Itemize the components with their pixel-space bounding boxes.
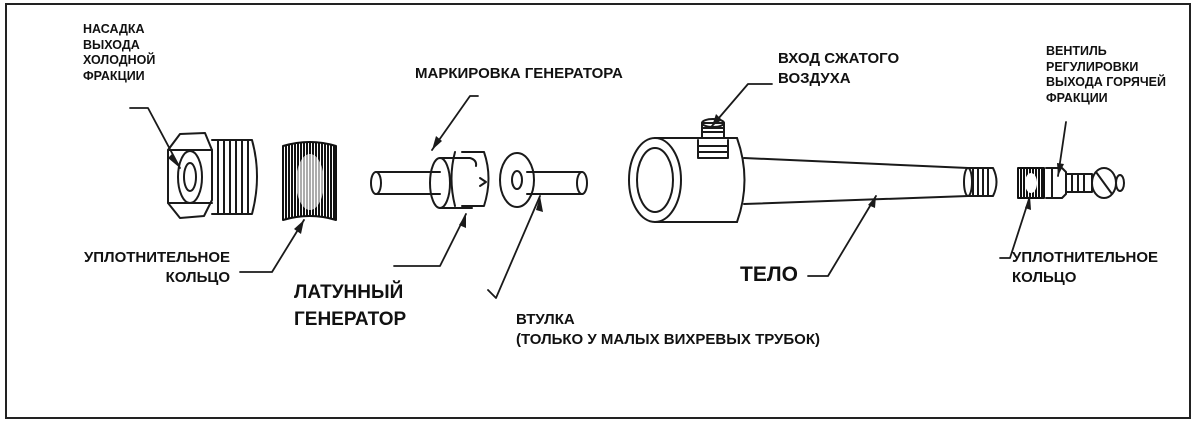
label-hot-outlet-valve: ВЕНТИЛЬ РЕГУЛИРОВКИ ВЫХОДА ГОРЯЧЕЙ ФРАКЦ… [1046,44,1167,105]
label-bushing: ВТУЛКА (ТОЛЬКО У МАЛЫХ ВИХРЕВЫХ ТРУБОК) [516,311,820,349]
cold-outlet-nozzle [167,132,258,219]
label-body: ТЕЛО [740,263,798,286]
bushing [499,152,588,208]
label-seal-ring-right: УПЛОТНИТЕЛЬНОЕ КОЛЬЦО [1012,249,1159,287]
label-brass-generator: ЛАТУННЫЙ ГЕНЕРАТОР [294,282,407,330]
label-air-inlet: ВХОД СЖАТОГО ВОЗДУХА [778,50,900,88]
leader-lines [129,83,1067,299]
label-cold-outlet-nozzle: НАСАДКА ВЫХОДА ХОЛОДНОЙ ФРАКЦИИ [83,22,156,83]
brass-generator [370,151,490,209]
diagram-frame [5,3,1191,419]
vortex-tube-body [628,118,998,223]
seal-ring-left [282,141,337,221]
label-generator-marking: МАРКИРОВКА ГЕНЕРАТОРА [415,65,623,82]
label-seal-ring-left: УПЛОТНИТЕЛЬНОЕ КОЛЬЦО [83,249,230,287]
seal-ring-right [1017,167,1045,199]
